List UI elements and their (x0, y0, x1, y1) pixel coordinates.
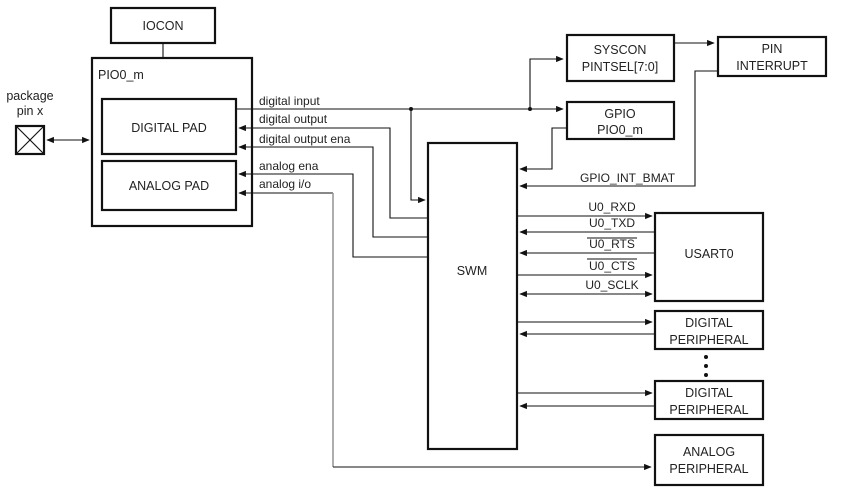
gpio-to-swm-wire (519, 127, 567, 173)
signal-u0-rxd: U0_RXD (588, 200, 636, 214)
gpio-label-line2: PIO0_m (597, 123, 643, 137)
syscon-label-line1: SYSCON (594, 43, 647, 57)
digital-peripheral-2-label-line2: PERIPHERAL (669, 403, 748, 417)
analog-pad-label: ANALOG PAD (129, 179, 209, 193)
signal-u0-cts: U0_CTS (589, 259, 635, 273)
pin-interrupt-label-line2: INTERRUPT (736, 59, 808, 73)
digital-peripheral-1-label-line1: DIGITAL (685, 316, 733, 330)
analog-peripheral-label-line1: ANALOG (683, 445, 735, 459)
pin-interrupt-block: PIN INTERRUPT (716, 35, 828, 78)
package-pin-icon (14, 124, 46, 156)
analog-peripheral-label-line2: PERIPHERAL (669, 462, 748, 476)
digital-peripheral-2-label-line1: DIGITAL (685, 386, 733, 400)
digital-output-wire (238, 124, 428, 219)
signal-u0-txd: U0_TXD (589, 216, 635, 230)
signal-digital-output: digital output (259, 112, 328, 126)
signal-digital-output-ena: digital output ena (259, 132, 351, 146)
digital-pad-label: DIGITAL PAD (131, 121, 206, 135)
digital-input-wire (236, 55, 564, 204)
digital-peripheral-block-1: DIGITAL PERIPHERAL (653, 309, 765, 351)
swm-block: SWM (426, 141, 519, 451)
usart0-label: USART0 (684, 247, 733, 261)
analog-peripheral-block: ANALOG PERIPHERAL (653, 433, 765, 487)
digital-output-ena-wire (238, 143, 428, 238)
signal-u0-sclk: U0_SCLK (585, 278, 638, 292)
signal-gpio-int-bmat: GPIO_INT_BMAT (580, 171, 676, 185)
iocon-label: IOCON (143, 19, 184, 33)
gpio-label-line1: GPIO (604, 107, 636, 121)
gpio-block: GPIO PIO0_m (565, 100, 676, 141)
digital-peripheral-1-label-line2: PERIPHERAL (669, 333, 748, 347)
ellipsis-icon (704, 355, 708, 377)
usart0-block: USART0 (653, 211, 765, 303)
pin-interrupt-label-line1: PIN (762, 42, 783, 56)
signal-analog-io: analog i/o (259, 177, 311, 191)
iocon-block: IOCON (109, 6, 217, 45)
analog-pad-block: ANALOG PAD (100, 159, 238, 212)
syscon-label-line2: PINTSEL[7:0] (582, 60, 658, 74)
signal-digital-input: digital input (259, 94, 320, 108)
digital-pad-block: DIGITAL PAD (100, 97, 238, 156)
signal-analog-ena: analog ena (259, 159, 319, 173)
gpio-int-bmat-wire (519, 70, 718, 190)
swm-label: SWM (457, 264, 488, 278)
digital-peripheral-block-2: DIGITAL PERIPHERAL (653, 379, 765, 421)
package-pin-label-line2: pin x (17, 104, 44, 118)
signal-u0-rts: U0_RTS (589, 237, 635, 251)
package-pin-label-line1: package (6, 89, 53, 103)
pio-container-label: PIO0_m (98, 68, 144, 82)
syscon-pintsel-block: SYSCON PINTSEL[7:0] (565, 33, 676, 83)
analog-ena-wire (238, 170, 428, 258)
